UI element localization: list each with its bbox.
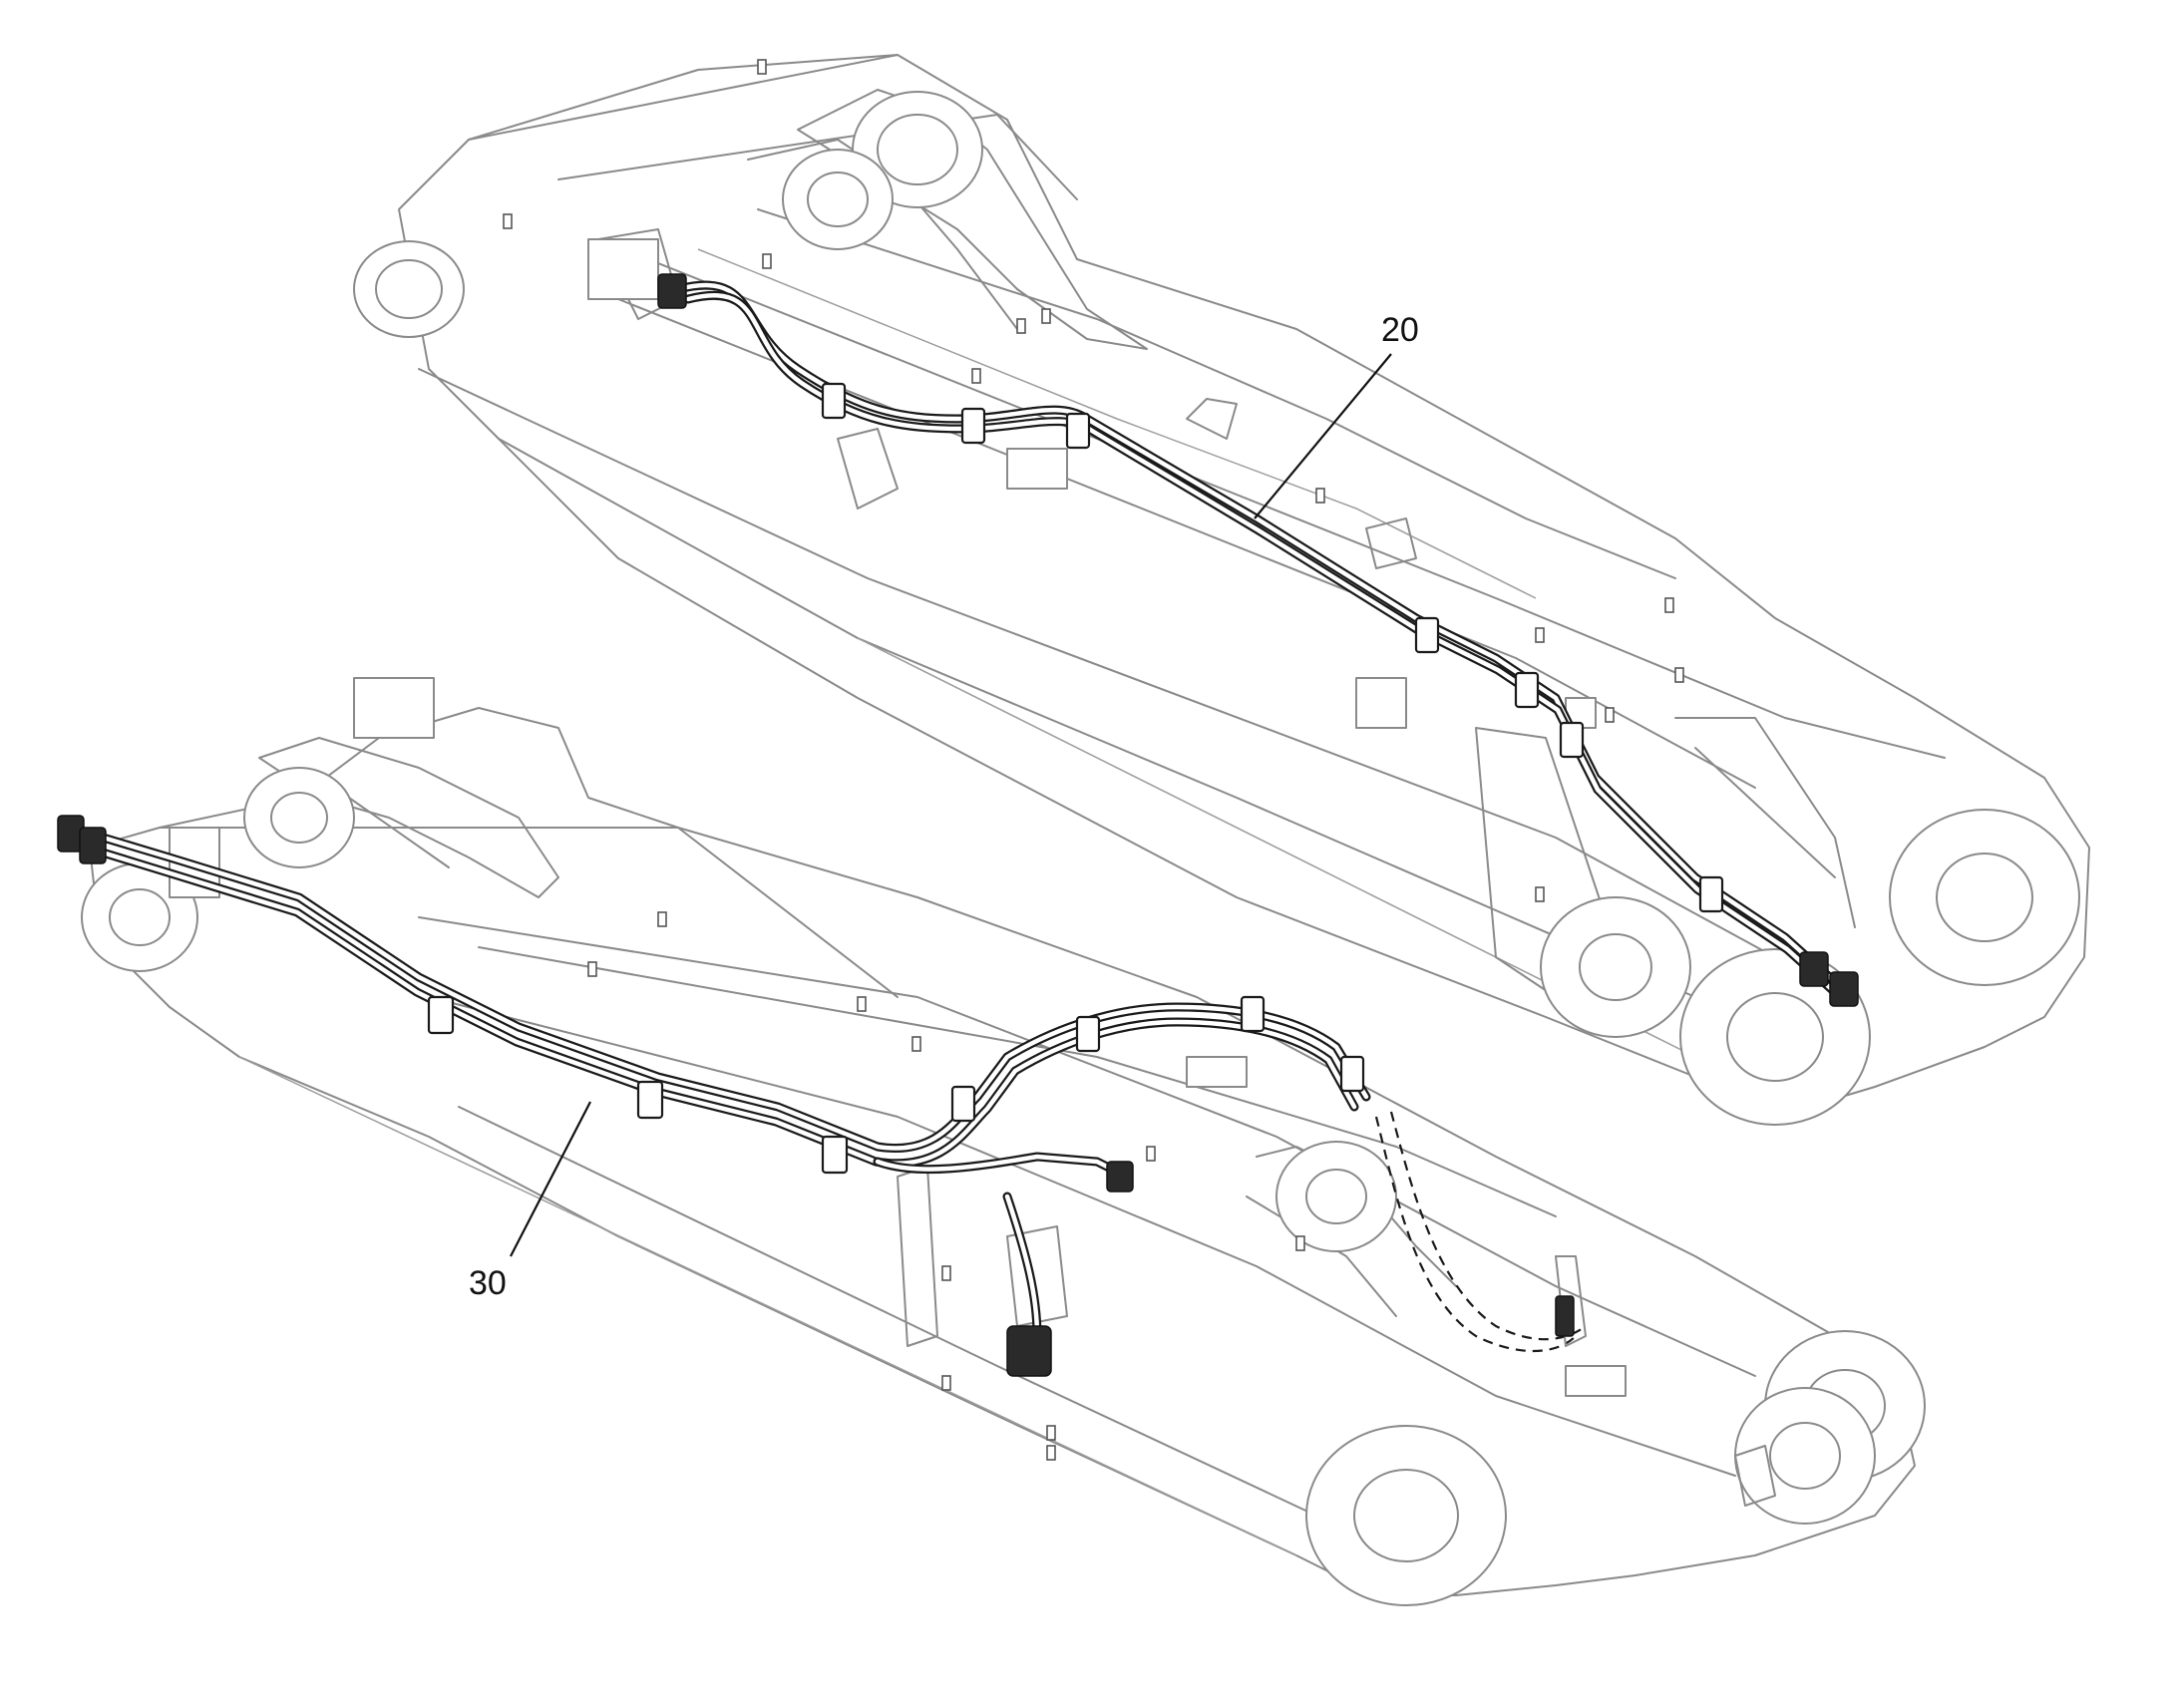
callout-30-leader <box>510 1101 591 1257</box>
upper-hose-assembly <box>657 273 1859 1007</box>
upper-hose-end-fitting <box>657 273 687 309</box>
callout-30: 30 <box>469 1101 591 1302</box>
callout-30-label: 30 <box>469 1264 507 1302</box>
upper-right-pin-boss <box>1889 809 2080 986</box>
lower-hose-clamp <box>427 995 455 1035</box>
lower-hidden-hose-route <box>1374 1116 1577 1352</box>
upper-hose-clamp <box>821 382 847 420</box>
callout-20: 20 <box>1254 311 1419 519</box>
lower-boom-structure <box>81 677 1926 1606</box>
callout-20-label: 20 <box>1381 311 1419 349</box>
upper-hose-bracket-left <box>587 238 659 300</box>
upper-left-pin-boss <box>353 240 465 338</box>
lower-cylinder-bracket <box>353 677 435 739</box>
callout-20-leader <box>1254 353 1392 519</box>
lower-hose-assembly <box>57 815 1587 1377</box>
